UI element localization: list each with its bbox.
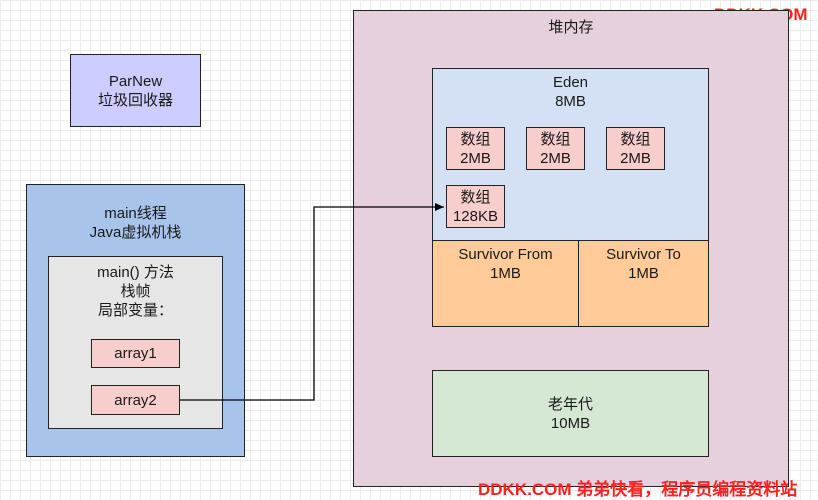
jvm-stack-title: main线程 Java虚拟机栈 — [89, 205, 182, 241]
eden-space-label: Eden 8MB — [552, 74, 589, 110]
old-generation-label: 老年代 10MB — [547, 395, 593, 432]
local-var-array2-label: array2 — [114, 391, 157, 409]
survivor-to-label: Survivor To 1MB — [606, 246, 681, 282]
local-var-array1-label: array1 — [114, 345, 157, 362]
array2-reference-line — [180, 203, 444, 401]
watermark-bottom: DDKK.COM 弟弟快看，程序员编程资料站 — [478, 480, 798, 499]
parnew-collector-box: ParNew 垃圾回收器 — [70, 54, 201, 127]
eden-array-2-label: 数组 2MB — [540, 130, 571, 167]
eden-array-3-label: 数组 2MB — [620, 130, 651, 167]
survivor-to-box: Survivor To 1MB — [578, 240, 709, 327]
stack-frame-title: main() 方法 栈帧 局部变量： — [97, 264, 174, 319]
survivor-from-box: Survivor From 1MB — [432, 240, 579, 327]
eden-array-1-label: 数组 2MB — [460, 130, 491, 167]
local-var-array1: array1 — [91, 339, 180, 368]
eden-array-4: 数组 128KB — [446, 185, 505, 228]
eden-array-2: 数组 2MB — [526, 127, 585, 170]
eden-array-3: 数组 2MB — [606, 127, 665, 170]
eden-array-4-label: 数组 128KB — [452, 188, 499, 225]
heap-memory-title: 堆内存 — [548, 19, 594, 36]
old-generation-box: 老年代 10MB — [432, 370, 709, 457]
survivor-from-label: Survivor From 1MB — [458, 246, 553, 282]
parnew-collector-label: ParNew 垃圾回收器 — [97, 72, 173, 109]
eden-array-1: 数组 2MB — [446, 127, 505, 170]
local-var-array2: array2 — [91, 385, 180, 415]
